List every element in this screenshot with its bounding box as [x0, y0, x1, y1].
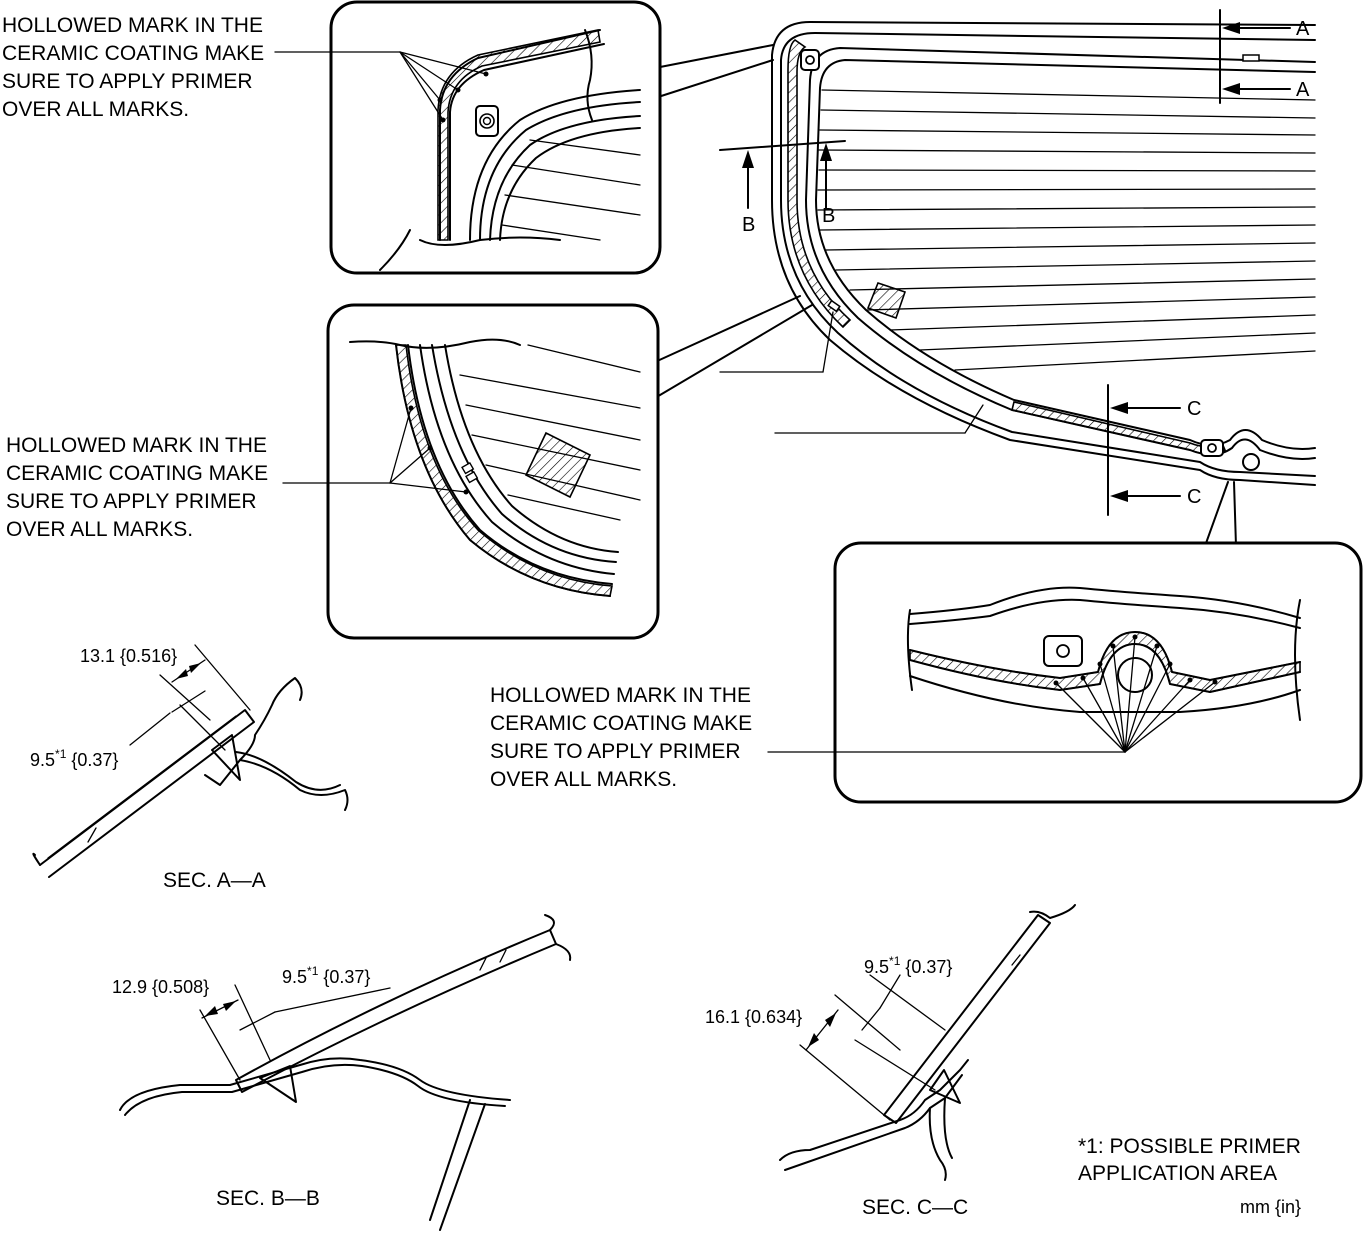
- section-cc: 16.1 {0.634} 9.5*1 {0.37} SEC. C—C: [705, 904, 1076, 1219]
- callout-line: OVER ALL MARKS.: [490, 768, 677, 791]
- defroster-lines: [817, 89, 1316, 371]
- callout-line: SURE TO APPLY PRIMER: [6, 490, 257, 513]
- cc-dim-inner: 9.5*1 {0.37}: [864, 954, 952, 977]
- clip-icon: [800, 49, 820, 71]
- callout-top-left: HOLLOWED MARK IN THE CERAMIC COATING MAK…: [2, 14, 264, 121]
- clip-icon-detail: [475, 105, 499, 137]
- callout-mid-left: HOLLOWED MARK IN THE CERAMIC COATING MAK…: [6, 434, 268, 541]
- hole-icon-notch: [1117, 657, 1153, 693]
- section-marker-c: C C: [1107, 384, 1201, 516]
- aa-title: SEC. A—A: [163, 869, 266, 892]
- sensor-patch: [866, 282, 907, 320]
- hollow-mark-top: [1242, 54, 1260, 62]
- callout-line: HOLLOWED MARK IN THE: [6, 434, 267, 457]
- callout-bottom-center: HOLLOWED MARK IN THE CERAMIC COATING MAK…: [490, 684, 752, 791]
- marker-a-bottom: A: [1296, 79, 1310, 101]
- hole-icon: [1242, 453, 1260, 471]
- detail-box-bottom-notch: [767, 481, 1363, 804]
- section-marker-b: B B: [719, 140, 846, 236]
- footnote-line: *1: POSSIBLE PRIMER: [1078, 1135, 1301, 1158]
- footnote-line: APPLICATION AREA: [1078, 1162, 1277, 1185]
- aa-dim-inner: 9.5*1 {0.37}: [30, 747, 118, 770]
- section-bb: 12.9 {0.508} 9.5*1 {0.37} SEC. B—B: [112, 914, 572, 1231]
- section-aa: 13.1 {0.516} 9.5*1 {0.37} SEC. A—A: [30, 644, 349, 892]
- cc-dim-outer: 16.1 {0.634}: [705, 1007, 802, 1027]
- bb-title: SEC. B—B: [216, 1187, 320, 1210]
- callout-line: SURE TO APPLY PRIMER: [490, 740, 741, 763]
- callout-line: SURE TO APPLY PRIMER: [2, 70, 253, 93]
- rear-window-overview: [719, 21, 1316, 486]
- marker-c-top: C: [1187, 398, 1201, 420]
- units-label: mm {in}: [1240, 1197, 1301, 1217]
- hollow-mark: [827, 299, 841, 313]
- bb-dim-inner: 9.5*1 {0.37}: [282, 964, 370, 987]
- aa-dim-outer: 13.1 {0.516}: [80, 646, 177, 666]
- clip-icon-bottom: [1200, 439, 1224, 457]
- clip-icon-notch: [1043, 635, 1083, 667]
- cc-title: SEC. C—C: [862, 1196, 968, 1219]
- marker-c-bottom: C: [1187, 486, 1201, 508]
- marker-a-top: A: [1296, 18, 1310, 40]
- section-marker-a: A A: [1219, 9, 1310, 104]
- callout-line: HOLLOWED MARK IN THE: [2, 14, 263, 37]
- callout-line: HOLLOWED MARK IN THE: [490, 684, 751, 707]
- callout-line: OVER ALL MARKS.: [6, 518, 193, 541]
- sensor-patch-detail: [524, 431, 592, 499]
- bb-dim-outer: 12.9 {0.508}: [112, 977, 209, 997]
- marker-b-right: B: [822, 205, 835, 227]
- callout-line: CERAMIC COATING MAKE: [2, 42, 264, 65]
- callout-line: OVER ALL MARKS.: [2, 98, 189, 121]
- callout-line: CERAMIC COATING MAKE: [490, 712, 752, 735]
- detail-box-lower-corner: [282, 295, 813, 640]
- callout-line: CERAMIC COATING MAKE: [6, 462, 268, 485]
- footnote: *1: POSSIBLE PRIMER APPLICATION AREA mm …: [1078, 1135, 1301, 1217]
- detail-box-top-corner: [274, 0, 774, 275]
- marker-b-left: B: [742, 214, 755, 236]
